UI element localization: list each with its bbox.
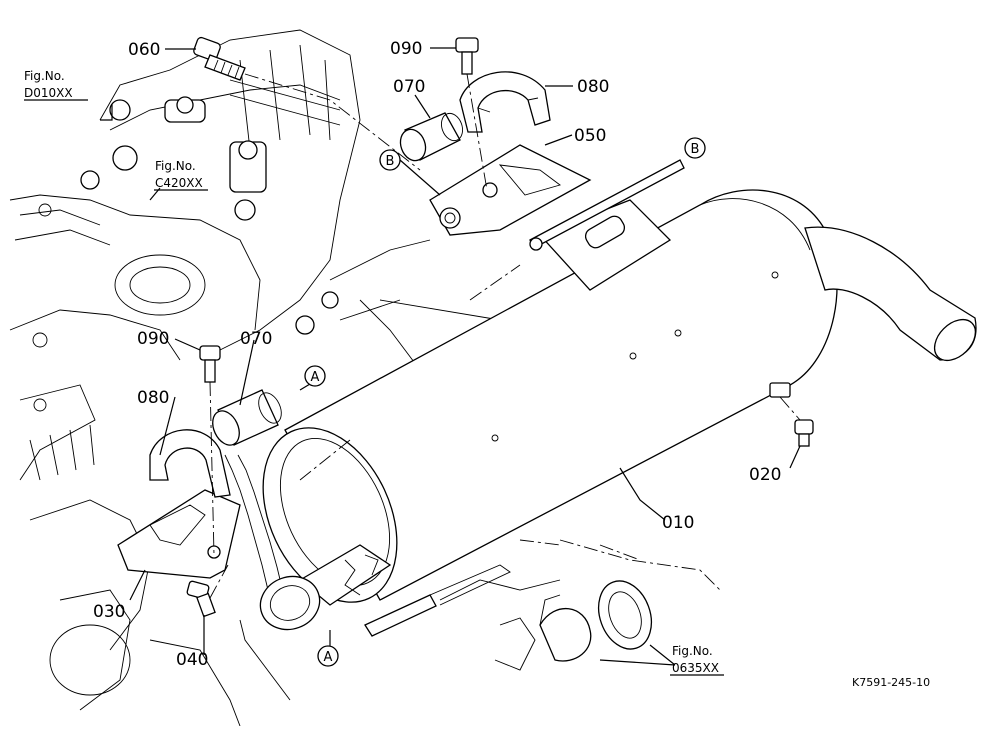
label-070-top: 070 bbox=[393, 77, 425, 97]
label-090-mid: 090 bbox=[137, 329, 169, 349]
marker-b-right: B bbox=[691, 142, 700, 157]
leader-lines bbox=[24, 47, 801, 676]
bolt-060 bbox=[193, 36, 421, 171]
figure-references: Fig.No. D010XX Fig.No. C420XX Fig.No. 06… bbox=[24, 69, 719, 675]
label-080-mid: 080 bbox=[137, 388, 169, 408]
gasket-0635 bbox=[494, 580, 653, 671]
label-070-mid: 070 bbox=[240, 329, 272, 349]
drawing-code: K7591-245-10 bbox=[852, 676, 930, 689]
label-040: 040 bbox=[176, 650, 208, 670]
fig-ref-title-2: Fig.No. bbox=[155, 159, 196, 173]
label-090-top: 090 bbox=[390, 39, 422, 59]
fig-ref-code-2: C420XX bbox=[155, 176, 203, 190]
muffler-010 bbox=[259, 159, 977, 637]
label-060: 060 bbox=[128, 40, 160, 60]
marker-a-bottom: A bbox=[324, 650, 333, 665]
bracket-050 bbox=[429, 144, 592, 236]
label-030: 030 bbox=[93, 602, 125, 622]
marker-b-right-circle bbox=[684, 137, 706, 159]
bracket-030 bbox=[117, 489, 241, 579]
marker-a-mid: A bbox=[311, 370, 320, 385]
collar-070-mid bbox=[212, 389, 282, 446]
label-020: 020 bbox=[749, 465, 781, 485]
bolt-090-top bbox=[455, 37, 488, 191]
label-080-top: 080 bbox=[577, 77, 609, 97]
engine-block bbox=[9, 29, 501, 727]
marker-b-left: B bbox=[386, 154, 395, 169]
label-010: 010 bbox=[662, 513, 694, 533]
marker-a-bottom-circle bbox=[317, 645, 339, 667]
clamp-080-top bbox=[459, 71, 551, 133]
marker-a-mid-circle bbox=[304, 365, 326, 387]
clamp-080-mid bbox=[149, 429, 231, 498]
circle-markers: B B A A bbox=[304, 137, 706, 667]
fig-ref-title-3: Fig.No. bbox=[672, 644, 713, 658]
part-number-labels: 060 090 070 080 050 090 070 080 020 010 … bbox=[93, 39, 781, 670]
collar-070-top bbox=[399, 112, 463, 162]
fig-ref-title-1: Fig.No. bbox=[24, 69, 65, 83]
bolt-090-mid bbox=[199, 345, 221, 556]
marker-b-left-circle bbox=[379, 149, 401, 171]
fig-ref-code-3: 0635XX bbox=[672, 661, 719, 675]
bolt-040 bbox=[186, 564, 229, 618]
label-050: 050 bbox=[574, 126, 606, 146]
fig-ref-code-1: D010XX bbox=[24, 86, 73, 100]
bolt-020 bbox=[769, 382, 814, 447]
